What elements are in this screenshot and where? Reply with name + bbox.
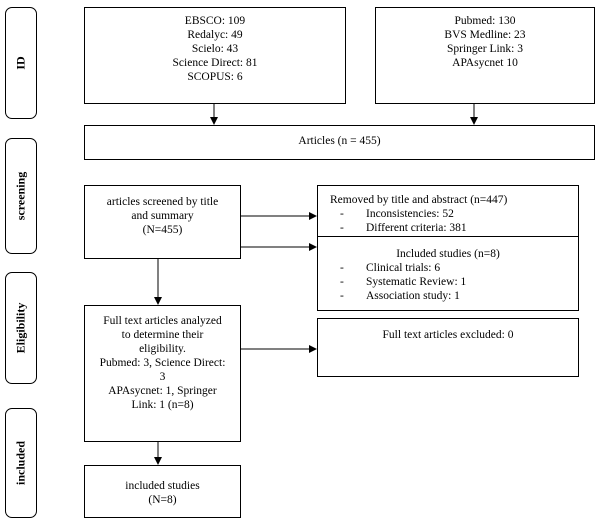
included-studies-title: Included studies (n=8) xyxy=(396,248,500,260)
removed-title: Removed by title and abstract (n=447) xyxy=(330,194,508,206)
fulltext-line: eligibility. xyxy=(139,343,186,355)
fulltext-line: 3 xyxy=(159,371,166,383)
fulltext-line: to determine their xyxy=(121,329,204,341)
database-entry: APAsycnet 10 xyxy=(452,57,518,69)
included-study-text: Systematic Review: 1 xyxy=(366,276,467,288)
database-entry: EBSCO: 109 xyxy=(184,15,246,27)
bullet-dash: - xyxy=(340,290,344,302)
bullet-dash: - xyxy=(340,222,344,233)
database-entry: BVS Medline: 23 xyxy=(444,29,526,41)
screened-box: articles screened by title and summary (… xyxy=(84,185,241,259)
stage-included: included xyxy=(5,408,37,518)
excluded-box: Full text articles excluded: 0 xyxy=(317,318,579,377)
databases-left-box: EBSCO: 109 Redalyc: 49 Scielo: 43 Scienc… xyxy=(84,7,346,104)
fulltext-line: Full text articles analyzed xyxy=(103,315,222,327)
final-included-line: (N=8) xyxy=(148,494,177,506)
stage-id: ID xyxy=(5,7,37,119)
removed-item-text: Different criteria: 381 xyxy=(366,222,467,233)
included-study-item: - Clinical trials: 6 xyxy=(330,261,578,275)
database-entry: SCOPUS: 6 xyxy=(187,71,243,83)
databases-right-box: Pubmed: 130 BVS Medline: 23 Springer Lin… xyxy=(375,7,595,104)
excluded-text: Full text articles excluded: 0 xyxy=(382,329,514,341)
fulltext-line: Link: 1 (n=8) xyxy=(131,399,194,411)
articles-box: Articles (n = 455) xyxy=(84,125,595,160)
bullet-dash: - xyxy=(340,208,344,220)
fulltext-box: Full text articles analyzed to determine… xyxy=(84,305,241,442)
removed-item: - Inconsistencies: 52 xyxy=(330,207,578,221)
database-entry: Pubmed: 130 xyxy=(454,15,516,27)
database-entry: Springer Link: 3 xyxy=(446,43,524,55)
included-study-text: Clinical trials: 6 xyxy=(366,262,441,274)
stage-screening: screening xyxy=(5,138,37,254)
database-entry: Scielo: 43 xyxy=(191,43,239,55)
included-studies-box: Included studies (n=8) - Clinical trials:… xyxy=(317,236,579,311)
database-entry: Science Direct: 81 xyxy=(172,57,258,69)
bullet-dash: - xyxy=(340,276,344,288)
removed-item: - Different criteria: 381 xyxy=(330,221,578,233)
stage-eligibility: Eligibility xyxy=(5,272,37,384)
removed-item-text: Inconsistencies: 52 xyxy=(366,208,454,220)
bullet-dash: - xyxy=(340,262,344,274)
database-entry: Redalyc: 49 xyxy=(187,29,243,41)
included-study-item: - Systematic Review: 1 xyxy=(330,275,578,289)
screened-line: (N=455) xyxy=(142,224,183,236)
final-included-box: included studies (N=8) xyxy=(84,465,241,518)
fulltext-line: Pubmed: 3, Science Direct: xyxy=(99,357,226,369)
fulltext-line: APAsycnet: 1, Springer xyxy=(108,385,217,397)
included-study-item: - Association study: 1 xyxy=(330,289,578,303)
screened-line: articles screened by title xyxy=(106,196,219,208)
screened-line: and summary xyxy=(131,210,194,222)
final-included-line: included studies xyxy=(125,480,200,492)
articles-count: Articles (n = 455) xyxy=(298,135,381,147)
included-study-text: Association study: 1 xyxy=(366,290,460,302)
